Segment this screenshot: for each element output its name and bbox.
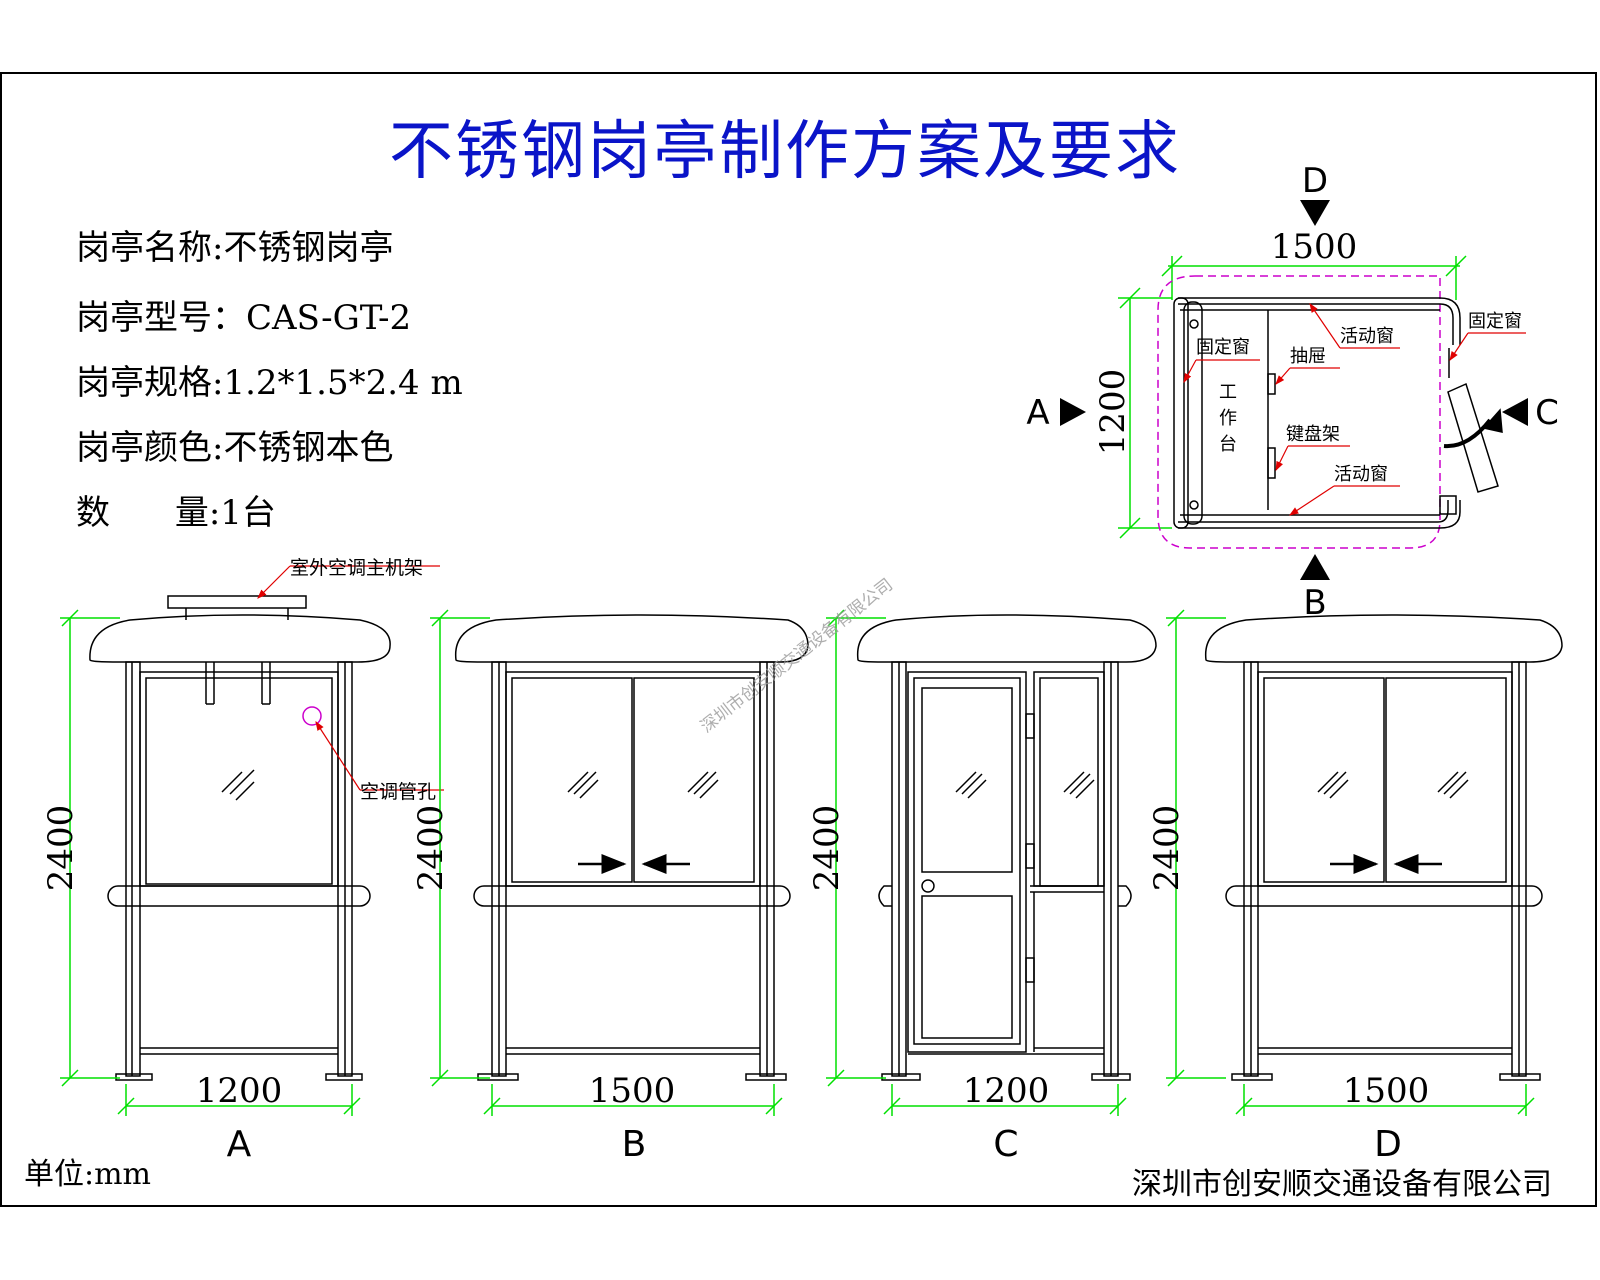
elevation-c-label: C — [993, 1124, 1018, 1165]
dimension-lines — [60, 609, 1535, 1116]
arrow-left-icon — [1502, 398, 1528, 426]
elevation-d — [1204, 614, 1563, 1081]
plan-keyboard-rack: 键盘架 — [1286, 424, 1340, 445]
plan-width-dimension: 1500 — [1271, 227, 1358, 267]
ac-pipe-hole — [302, 706, 322, 726]
plan-sliding-window-top: 活动窗 — [1340, 326, 1394, 347]
plan-dir-right: C — [1535, 393, 1559, 433]
plan-drawer: 抽屉 — [1290, 346, 1326, 367]
plan-dir-left: A — [1026, 393, 1049, 433]
arrow-up-icon — [1300, 554, 1330, 580]
watermark: 深圳市创安顺交通设备有限公司 — [697, 575, 897, 737]
elevation-a-width: 1200 — [196, 1071, 283, 1111]
plan-view: D B A C 1500 1200 — [1026, 161, 1559, 623]
ac-hole-label: 空调管孔 — [360, 781, 436, 803]
page-title: 不锈钢岗亭制作方案及要求 — [389, 115, 1181, 189]
elevation-c — [856, 614, 1157, 1081]
plan-depth-dimension: 1200 — [1093, 369, 1133, 456]
drawing-frame — [0, 72, 1597, 1207]
elevation-c-height: 2400 — [807, 805, 847, 892]
arrow-down-icon — [1300, 200, 1330, 226]
info-quantity: 数 量:1台 — [76, 493, 276, 533]
elevation-a-label: A — [227, 1124, 252, 1165]
plan-walls — [1173, 297, 1503, 529]
elevation-c-width: 1200 — [963, 1071, 1050, 1111]
elevation-b-width: 1500 — [589, 1071, 676, 1111]
elevation-b-height: 2400 — [411, 805, 451, 892]
elevation-a — [89, 595, 391, 1081]
plan-workbench-2: 作 — [1219, 408, 1237, 429]
plan-dir-bottom: B — [1303, 583, 1326, 623]
elevation-b — [454, 614, 809, 1081]
elevation-d-height: 2400 — [1147, 805, 1187, 892]
info-model: 岗亭型号：CAS-GT-2 — [76, 298, 412, 338]
arrow-right-icon — [1060, 398, 1086, 426]
elevation-d-label: D — [1374, 1124, 1402, 1165]
info-name: 岗亭名称:不锈钢岗亭 — [76, 228, 394, 268]
elevation-b-label: B — [622, 1124, 647, 1165]
elevation-d-width: 1500 — [1343, 1071, 1430, 1111]
company-name: 深圳市创安顺交通设备有限公司 — [1132, 1167, 1552, 1202]
info-color: 岗亭颜色:不锈钢本色 — [76, 428, 394, 468]
plan-fixed-window-right: 固定窗 — [1468, 311, 1522, 332]
roof-outline — [1157, 275, 1441, 549]
plan-workbench-1: 工 — [1219, 382, 1237, 403]
plan-workbench-3: 台 — [1219, 434, 1237, 455]
plan-fixed-window-left: 固定窗 — [1196, 337, 1250, 358]
elevation-a-height: 2400 — [41, 805, 81, 892]
unit-label: 单位:mm — [24, 1157, 151, 1192]
ac-rack-label: 室外空调主机架 — [290, 557, 423, 579]
info-spec: 岗亭规格:1.2*1.5*2.4 m — [76, 363, 463, 403]
plan-dir-top: D — [1302, 161, 1328, 201]
plan-sliding-window-bottom: 活动窗 — [1334, 464, 1388, 485]
